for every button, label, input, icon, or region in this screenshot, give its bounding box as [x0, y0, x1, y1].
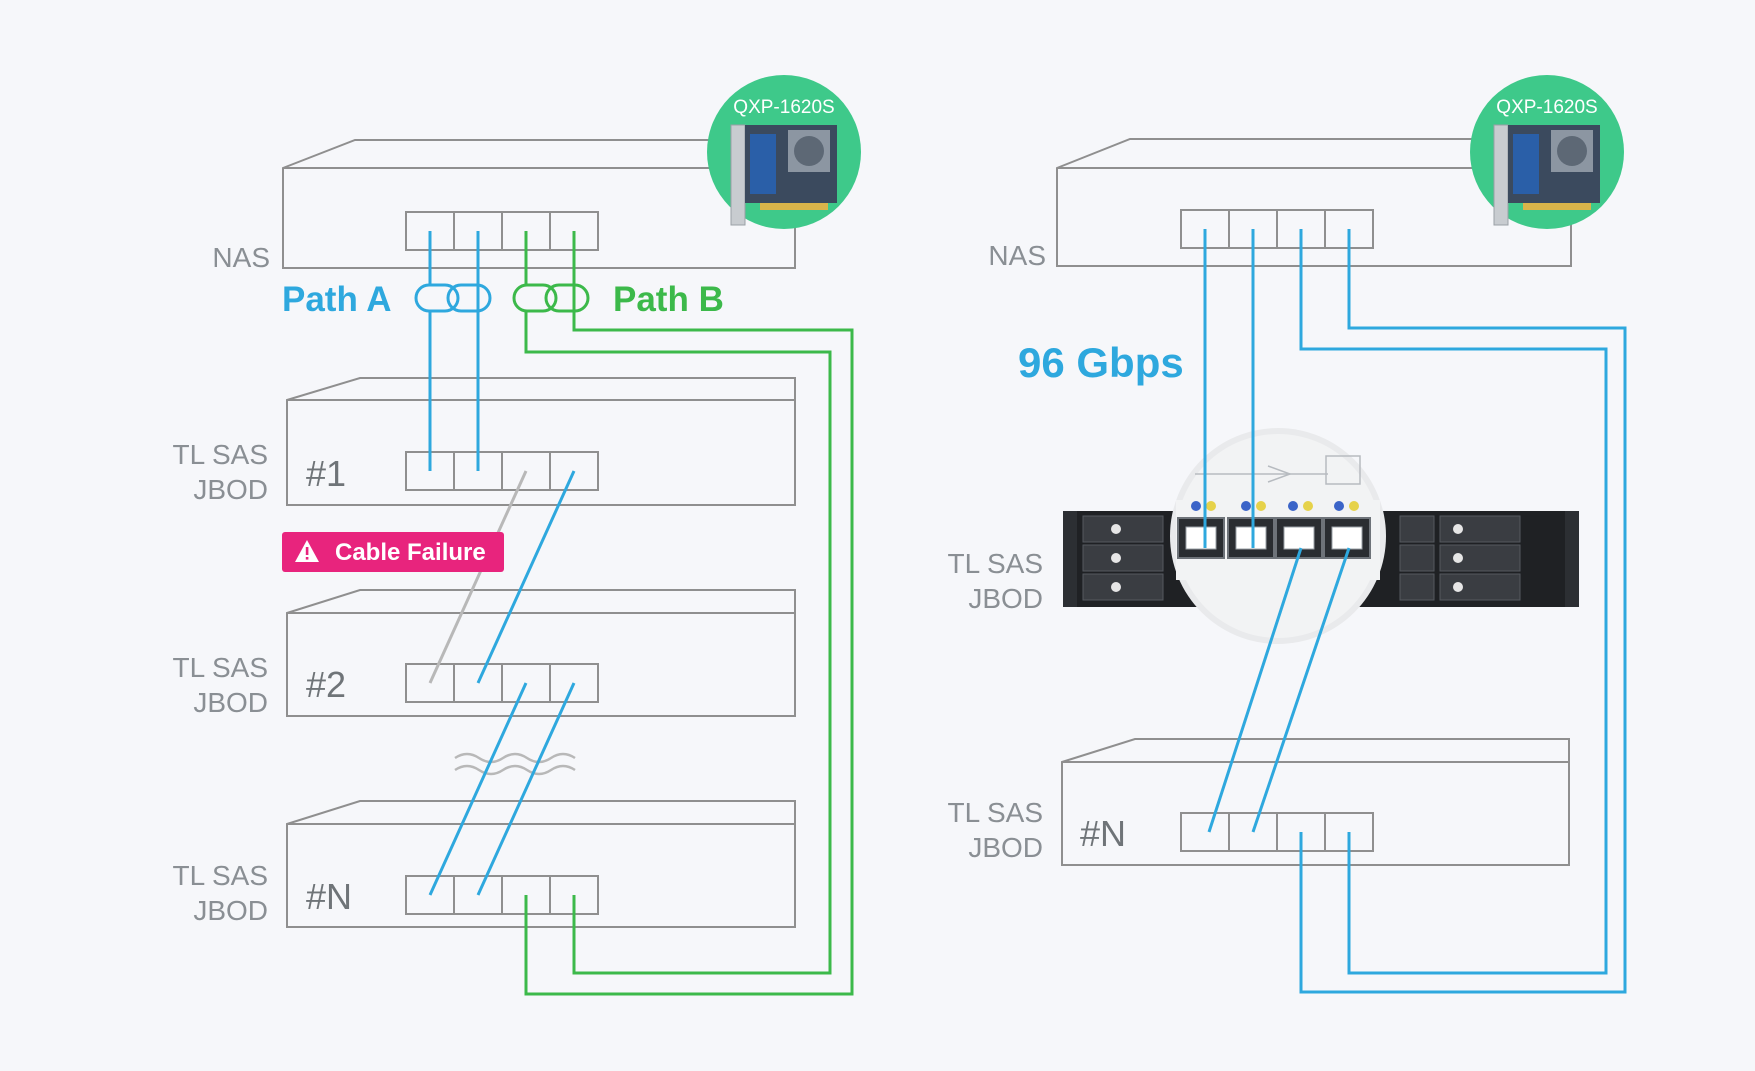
right-jbod-n-chassis: [1061, 738, 1570, 866]
continuation-squiggle: [454, 752, 576, 776]
left-jbod-n-ports: [405, 875, 599, 915]
left-nas-label: NAS: [212, 242, 270, 273]
path-b-cables: [524, 231, 854, 996]
left-jbod-n-id: #N: [306, 876, 352, 917]
path-a-link-icon: [414, 283, 492, 313]
path-a-label: Path A: [282, 280, 392, 319]
warning-icon: [295, 540, 319, 562]
right-jbod-n-label-line1: TL SAS: [948, 797, 1043, 828]
right-qxp-card-image: [1493, 124, 1600, 226]
right-nas-ports: [1180, 209, 1374, 249]
right-jbod-photo-label-line2: JBOD: [968, 583, 1043, 614]
right-sas-cables: [1203, 229, 1627, 994]
left-jbod-1-chassis: [286, 377, 796, 506]
cable-failure-text: Cable Failure: [335, 539, 486, 566]
left-jbod-n-chassis: [286, 800, 796, 928]
path-b-link-icon: [512, 283, 590, 313]
left-diagram: NAS TL SAS JBOD #1 TL SAS JBOD #2: [173, 75, 861, 996]
cable-failure-badge: Cable Failure: [282, 532, 504, 572]
left-qxp-card-image: [730, 124, 837, 226]
right-nas-label: NAS: [988, 240, 1046, 271]
right-qxp-card-badge: QXP-1620S: [1470, 75, 1624, 229]
right-jbod-n-ports: [1180, 812, 1374, 852]
port-zoom-magnifier: [1170, 428, 1386, 644]
left-qxp-card-label: QXP-1620S: [733, 97, 834, 118]
right-jbod-n-label-line2: JBOD: [968, 832, 1043, 863]
right-jbod-photo-label-line1: TL SAS: [948, 548, 1043, 579]
left-jbod-2-ports: [405, 663, 599, 703]
zoom-port-leds: [1191, 501, 1359, 511]
right-jbod-n-id: #N: [1080, 813, 1126, 854]
drive-bays: [1082, 515, 1521, 601]
path-a-cables: [428, 231, 576, 896]
speed-label: 96 Gbps: [1018, 339, 1184, 386]
left-jbod-2-id: #2: [306, 664, 346, 705]
left-jbod-2-label-line1: TL SAS: [173, 652, 268, 683]
left-jbod-1-id: #1: [306, 453, 346, 494]
left-jbod-n-label-line2: JBOD: [193, 895, 268, 926]
left-jbod-2-chassis: [286, 589, 796, 717]
right-qxp-card-label: QXP-1620S: [1496, 97, 1597, 118]
left-jbod-n-label-line1: TL SAS: [173, 860, 268, 891]
failed-cable: [428, 470, 528, 684]
left-jbod-1-ports: [405, 451, 599, 491]
left-jbod-1-label-line1: TL SAS: [173, 439, 268, 470]
path-b-label: Path B: [613, 280, 724, 319]
left-qxp-card-badge: QXP-1620S: [707, 75, 861, 229]
right-diagram: NAS 96 Gbps: [948, 75, 1627, 994]
left-jbod-1-label-line2: JBOD: [193, 474, 268, 505]
left-jbod-2-label-line2: JBOD: [193, 687, 268, 718]
left-nas-ports: [405, 211, 599, 251]
